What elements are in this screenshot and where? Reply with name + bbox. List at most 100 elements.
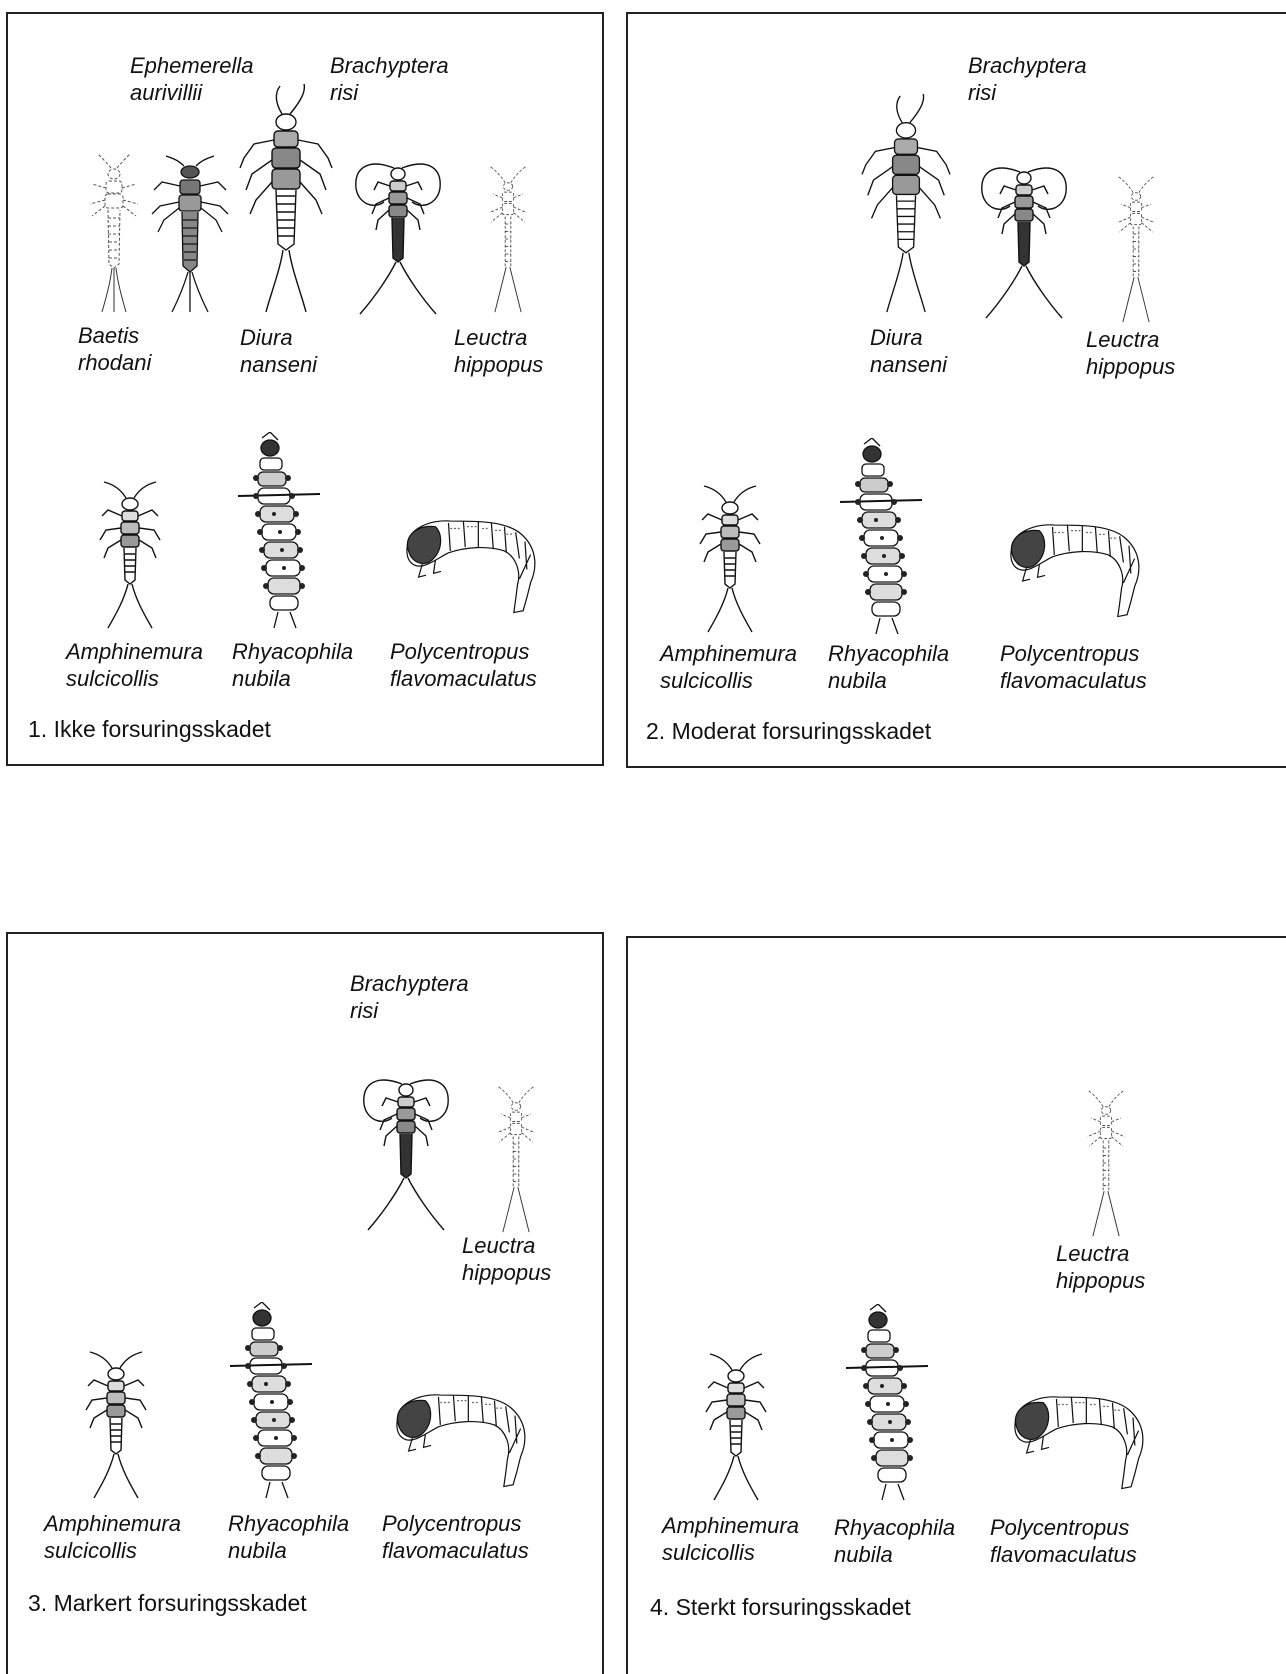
label-amphinemura-sulcicollis: Amphinemura sulcicollis (44, 1510, 181, 1564)
species-name: nubila (232, 665, 353, 692)
panel-4: Leuctra hippopus Amphinemura sulcicollis… (626, 936, 1286, 1674)
polycentropus-flavomaculatus-illustration (1002, 1384, 1152, 1496)
genus-name: Polycentropus (390, 638, 537, 665)
amphinemura-sulcicollis-illustration (690, 484, 770, 634)
label-polycentropus-flavomaculatus: Polycentropus flavomaculatus (990, 1514, 1137, 1568)
genus-name: Rhyacophila (232, 638, 353, 665)
rhyacophila-nubila-illustration (226, 1302, 316, 1502)
diura-nanseni-illustration (858, 94, 954, 314)
species-name: hippopus (1056, 1267, 1145, 1294)
panel-3: Brachyptera risi Leuctra hippopus Amphin… (6, 932, 604, 1674)
species-name: nubila (228, 1537, 349, 1564)
species-name: sulcicollis (662, 1539, 799, 1566)
label-ephemerella-aurivillii: Ephemerella aurivillii (130, 52, 254, 106)
genus-name: Leuctra (462, 1232, 551, 1259)
rhyacophila-nubila-illustration (836, 438, 926, 638)
label-rhyacophila-nubila: Rhyacophila nubila (828, 640, 949, 694)
species-name: flavomaculatus (990, 1541, 1137, 1568)
panel-2: Brachyptera risi Diura nanseni Leuctra h… (626, 12, 1286, 768)
label-baetis-rhodani: Baetis rhodani (78, 322, 151, 376)
genus-name: Leuctra (1086, 326, 1175, 353)
species-name: hippopus (454, 351, 543, 378)
species-name: nanseni (870, 351, 947, 378)
diura-nanseni-illustration (236, 84, 336, 314)
species-name: sulcicollis (44, 1537, 181, 1564)
genus-name: Polycentropus (382, 1510, 529, 1537)
label-amphinemura-sulcicollis: Amphinemura sulcicollis (660, 640, 797, 694)
polycentropus-flavomaculatus-illustration (998, 512, 1148, 624)
amphinemura-sulcicollis-illustration (90, 480, 170, 630)
species-name: rhodani (78, 349, 151, 376)
leuctra-hippopus-illustration (486, 1084, 546, 1234)
leuctra-hippopus-illustration (1106, 174, 1166, 324)
species-name: flavomaculatus (1000, 667, 1147, 694)
panel-caption: 4. Sterkt forsuringsskadet (650, 1594, 911, 1621)
genus-name: Diura (240, 324, 317, 351)
species-name: sulcicollis (660, 667, 797, 694)
panel-caption: 2. Moderat forsuringsskadet (646, 718, 931, 745)
label-polycentropus-flavomaculatus: Polycentropus flavomaculatus (390, 638, 537, 692)
polycentropus-flavomaculatus-illustration (384, 1382, 534, 1494)
label-leuctra-hippopus: Leuctra hippopus (454, 324, 543, 378)
leuctra-hippopus-illustration (1076, 1088, 1136, 1238)
genus-name: Ephemerella (130, 52, 254, 79)
genus-name: Polycentropus (1000, 640, 1147, 667)
species-name: nubila (828, 667, 949, 694)
genus-name: Amphinemura (44, 1510, 181, 1537)
species-name: nanseni (240, 351, 317, 378)
label-amphinemura-sulcicollis: Amphinemura sulcicollis (662, 1512, 799, 1566)
genus-name: Brachyptera (330, 52, 449, 79)
ephemerella-aurivillii-illustration (150, 154, 230, 314)
amphinemura-sulcicollis-illustration (696, 1352, 776, 1502)
species-name: flavomaculatus (390, 665, 537, 692)
label-brachyptera-risi: Brachyptera risi (330, 52, 449, 106)
label-leuctra-hippopus: Leuctra hippopus (1086, 326, 1175, 380)
species-name: aurivillii (130, 79, 254, 106)
genus-name: Brachyptera (350, 970, 469, 997)
genus-name: Amphinemura (660, 640, 797, 667)
genus-name: Amphinemura (662, 1512, 799, 1539)
label-leuctra-hippopus: Leuctra hippopus (1056, 1240, 1145, 1294)
label-brachyptera-risi: Brachyptera risi (968, 52, 1087, 106)
panel-1: Ephemerella aurivillii Brachyptera risi … (6, 12, 604, 766)
leuctra-hippopus-illustration (478, 164, 538, 314)
brachyptera-risi-illustration (356, 1064, 456, 1234)
amphinemura-sulcicollis-illustration (76, 1350, 156, 1500)
baetis-rhodani-illustration (84, 154, 144, 314)
genus-name: Brachyptera (968, 52, 1087, 79)
genus-name: Amphinemura (66, 638, 203, 665)
species-name: nubila (834, 1541, 955, 1568)
species-name: risi (968, 79, 1087, 106)
rhyacophila-nubila-illustration (842, 1304, 932, 1504)
species-name: risi (330, 79, 449, 106)
genus-name: Leuctra (454, 324, 543, 351)
brachyptera-risi-illustration (348, 148, 448, 318)
brachyptera-risi-illustration (974, 152, 1074, 322)
label-rhyacophila-nubila: Rhyacophila nubila (232, 638, 353, 692)
panel-caption: 1. Ikke forsuringsskadet (28, 716, 271, 743)
label-diura-nanseni: Diura nanseni (240, 324, 317, 378)
label-rhyacophila-nubila: Rhyacophila nubila (834, 1514, 955, 1568)
genus-name: Rhyacophila (228, 1510, 349, 1537)
label-amphinemura-sulcicollis: Amphinemura sulcicollis (66, 638, 203, 692)
genus-name: Diura (870, 324, 947, 351)
genus-name: Baetis (78, 322, 151, 349)
rhyacophila-nubila-illustration (234, 432, 324, 632)
genus-name: Leuctra (1056, 1240, 1145, 1267)
species-name: hippopus (1086, 353, 1175, 380)
genus-name: Polycentropus (990, 1514, 1137, 1541)
label-leuctra-hippopus: Leuctra hippopus (462, 1232, 551, 1286)
species-name: risi (350, 997, 469, 1024)
genus-name: Rhyacophila (834, 1514, 955, 1541)
label-diura-nanseni: Diura nanseni (870, 324, 947, 378)
label-polycentropus-flavomaculatus: Polycentropus flavomaculatus (1000, 640, 1147, 694)
label-brachyptera-risi: Brachyptera risi (350, 970, 469, 1024)
species-name: flavomaculatus (382, 1537, 529, 1564)
label-rhyacophila-nubila: Rhyacophila nubila (228, 1510, 349, 1564)
polycentropus-flavomaculatus-illustration (394, 508, 544, 620)
species-name: hippopus (462, 1259, 551, 1286)
label-polycentropus-flavomaculatus: Polycentropus flavomaculatus (382, 1510, 529, 1564)
panel-caption: 3. Markert forsuringsskadet (28, 1590, 307, 1617)
species-name: sulcicollis (66, 665, 203, 692)
genus-name: Rhyacophila (828, 640, 949, 667)
